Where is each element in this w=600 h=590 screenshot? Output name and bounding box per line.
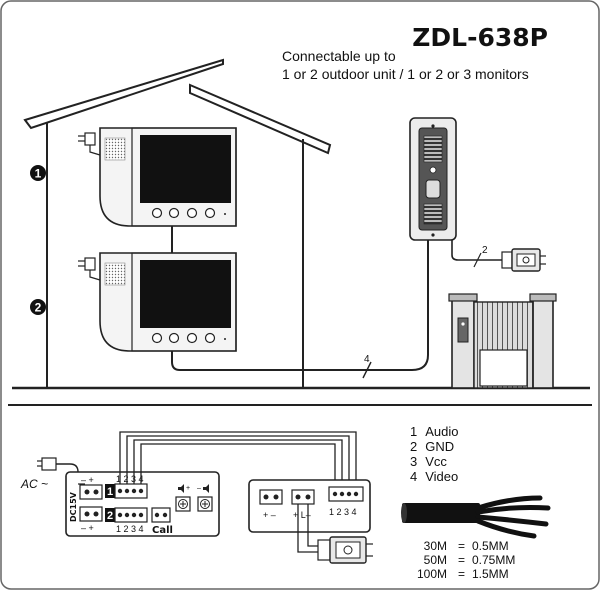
speaker-grille-icon	[104, 262, 126, 286]
svg-text:=: =	[458, 553, 465, 567]
roof-right	[189, 83, 332, 155]
svg-text:2: 2	[35, 301, 42, 315]
port-1-marker	[105, 484, 115, 498]
indoor-monitor-lower	[99, 252, 237, 352]
power-terminal-bottom	[79, 506, 103, 522]
monitor-screen	[140, 260, 231, 328]
lock-cable	[451, 240, 502, 261]
electric-lock-icon-bottom	[317, 536, 373, 564]
main-cable-tick	[362, 361, 372, 379]
line-terminal	[328, 486, 364, 502]
description-line-2: 1 or 2 outdoor unit / 1 or 2 or 3 monito…	[282, 66, 529, 82]
lock-cable-count: 2	[482, 245, 488, 256]
ac-label: AC ~	[20, 477, 48, 491]
port-2-marker	[105, 508, 115, 522]
cable-spec-table: 30M = 0.5MM 50M = 0.75MM 100M = 1.5MM	[417, 539, 515, 581]
brightness-adjust-icon: –	[197, 484, 213, 512]
spec-100m-gauge: 1.5MM	[472, 567, 509, 581]
spec-50m-length: 50M	[424, 553, 447, 567]
lock-wires	[297, 504, 318, 553]
monitor-unlock-button	[168, 332, 180, 344]
spec-50m-gauge: 0.75MM	[472, 553, 515, 567]
cable-illustration	[401, 495, 551, 539]
call-label: Call	[152, 525, 173, 536]
floor-marker-1: 2	[30, 299, 46, 315]
monitor-monitor-button	[186, 332, 198, 344]
monitor-talk-button	[151, 332, 163, 344]
outdoor-camera-unit	[409, 117, 457, 241]
outdoor-speaker-icon	[423, 135, 443, 163]
roof-left	[23, 58, 224, 130]
main-cable-count: 4	[364, 354, 370, 365]
svg-text:=: =	[458, 539, 465, 553]
svg-text:+: +	[186, 485, 190, 492]
port-2-pins: 1 2 3 4	[116, 524, 144, 534]
spec-30m-gauge: 0.5MM	[472, 539, 509, 553]
model-title: ZDL-638P	[412, 23, 548, 52]
power-polarity-bottom: – +	[81, 523, 94, 533]
call-button-icon	[425, 179, 441, 199]
camera-lens-icon	[429, 166, 437, 174]
electric-lock-icon-top	[501, 248, 546, 272]
lock-terminal	[291, 489, 315, 505]
monitor-monitor-button	[186, 207, 198, 219]
svg-text:2: 2	[107, 510, 113, 522]
power-adapter-icon-upper	[78, 132, 101, 156]
svg-text:1: 1	[107, 486, 113, 498]
line-terminal-pins: 1 2 3 4	[329, 507, 357, 517]
port-2-connector	[114, 507, 148, 523]
indoor-monitor-upper	[99, 127, 237, 227]
power-in-polarity: + –	[263, 510, 276, 520]
speaker-grille-icon	[104, 137, 126, 161]
outdoor-mic-icon	[423, 203, 443, 225]
spec-30m-length: 30M	[424, 539, 447, 553]
svg-text:1: 1	[35, 167, 42, 181]
outdoor-terminal-board: + – + L– 1 2 3 4	[248, 479, 371, 533]
monitor-terminal-board: – + – + DC15V 1 1 2 3 4 2 1 2 3 4 Call	[65, 471, 220, 537]
call-terminal	[151, 507, 171, 523]
svg-text:=: =	[458, 567, 465, 581]
power-terminal-top	[79, 484, 103, 500]
spec-100m-length: 100M	[417, 567, 447, 581]
port-1-connector	[114, 483, 148, 499]
gate-illustration	[448, 293, 557, 389]
floor-marker-2: 1	[30, 165, 46, 181]
description-line-1: Connectable up to	[282, 48, 396, 64]
four-wire-bundle	[119, 431, 357, 487]
volume-adjust-icon: +	[175, 484, 191, 512]
power-polarity-top: – +	[81, 475, 94, 485]
svg-text:–: –	[197, 485, 201, 492]
main-cable	[171, 240, 429, 371]
dc-voltage-label: DC15V	[69, 491, 78, 522]
monitor-unlock-button	[168, 207, 180, 219]
gate-post-left	[451, 297, 475, 389]
power-adapter-icon-lower	[78, 257, 101, 281]
port-1-pins: 1 2 3 4	[116, 474, 144, 484]
power-in-terminal	[259, 489, 283, 505]
monitor-talk-button	[151, 207, 163, 219]
house	[12, 58, 590, 390]
gate-door-station-icon	[457, 317, 469, 343]
gate-post-right	[532, 297, 554, 389]
monitor-intercom-button	[204, 207, 216, 219]
monitor-intercom-button	[204, 332, 216, 344]
lock-terminal-polarity: + L–	[293, 510, 311, 520]
monitor-screen	[140, 135, 231, 203]
